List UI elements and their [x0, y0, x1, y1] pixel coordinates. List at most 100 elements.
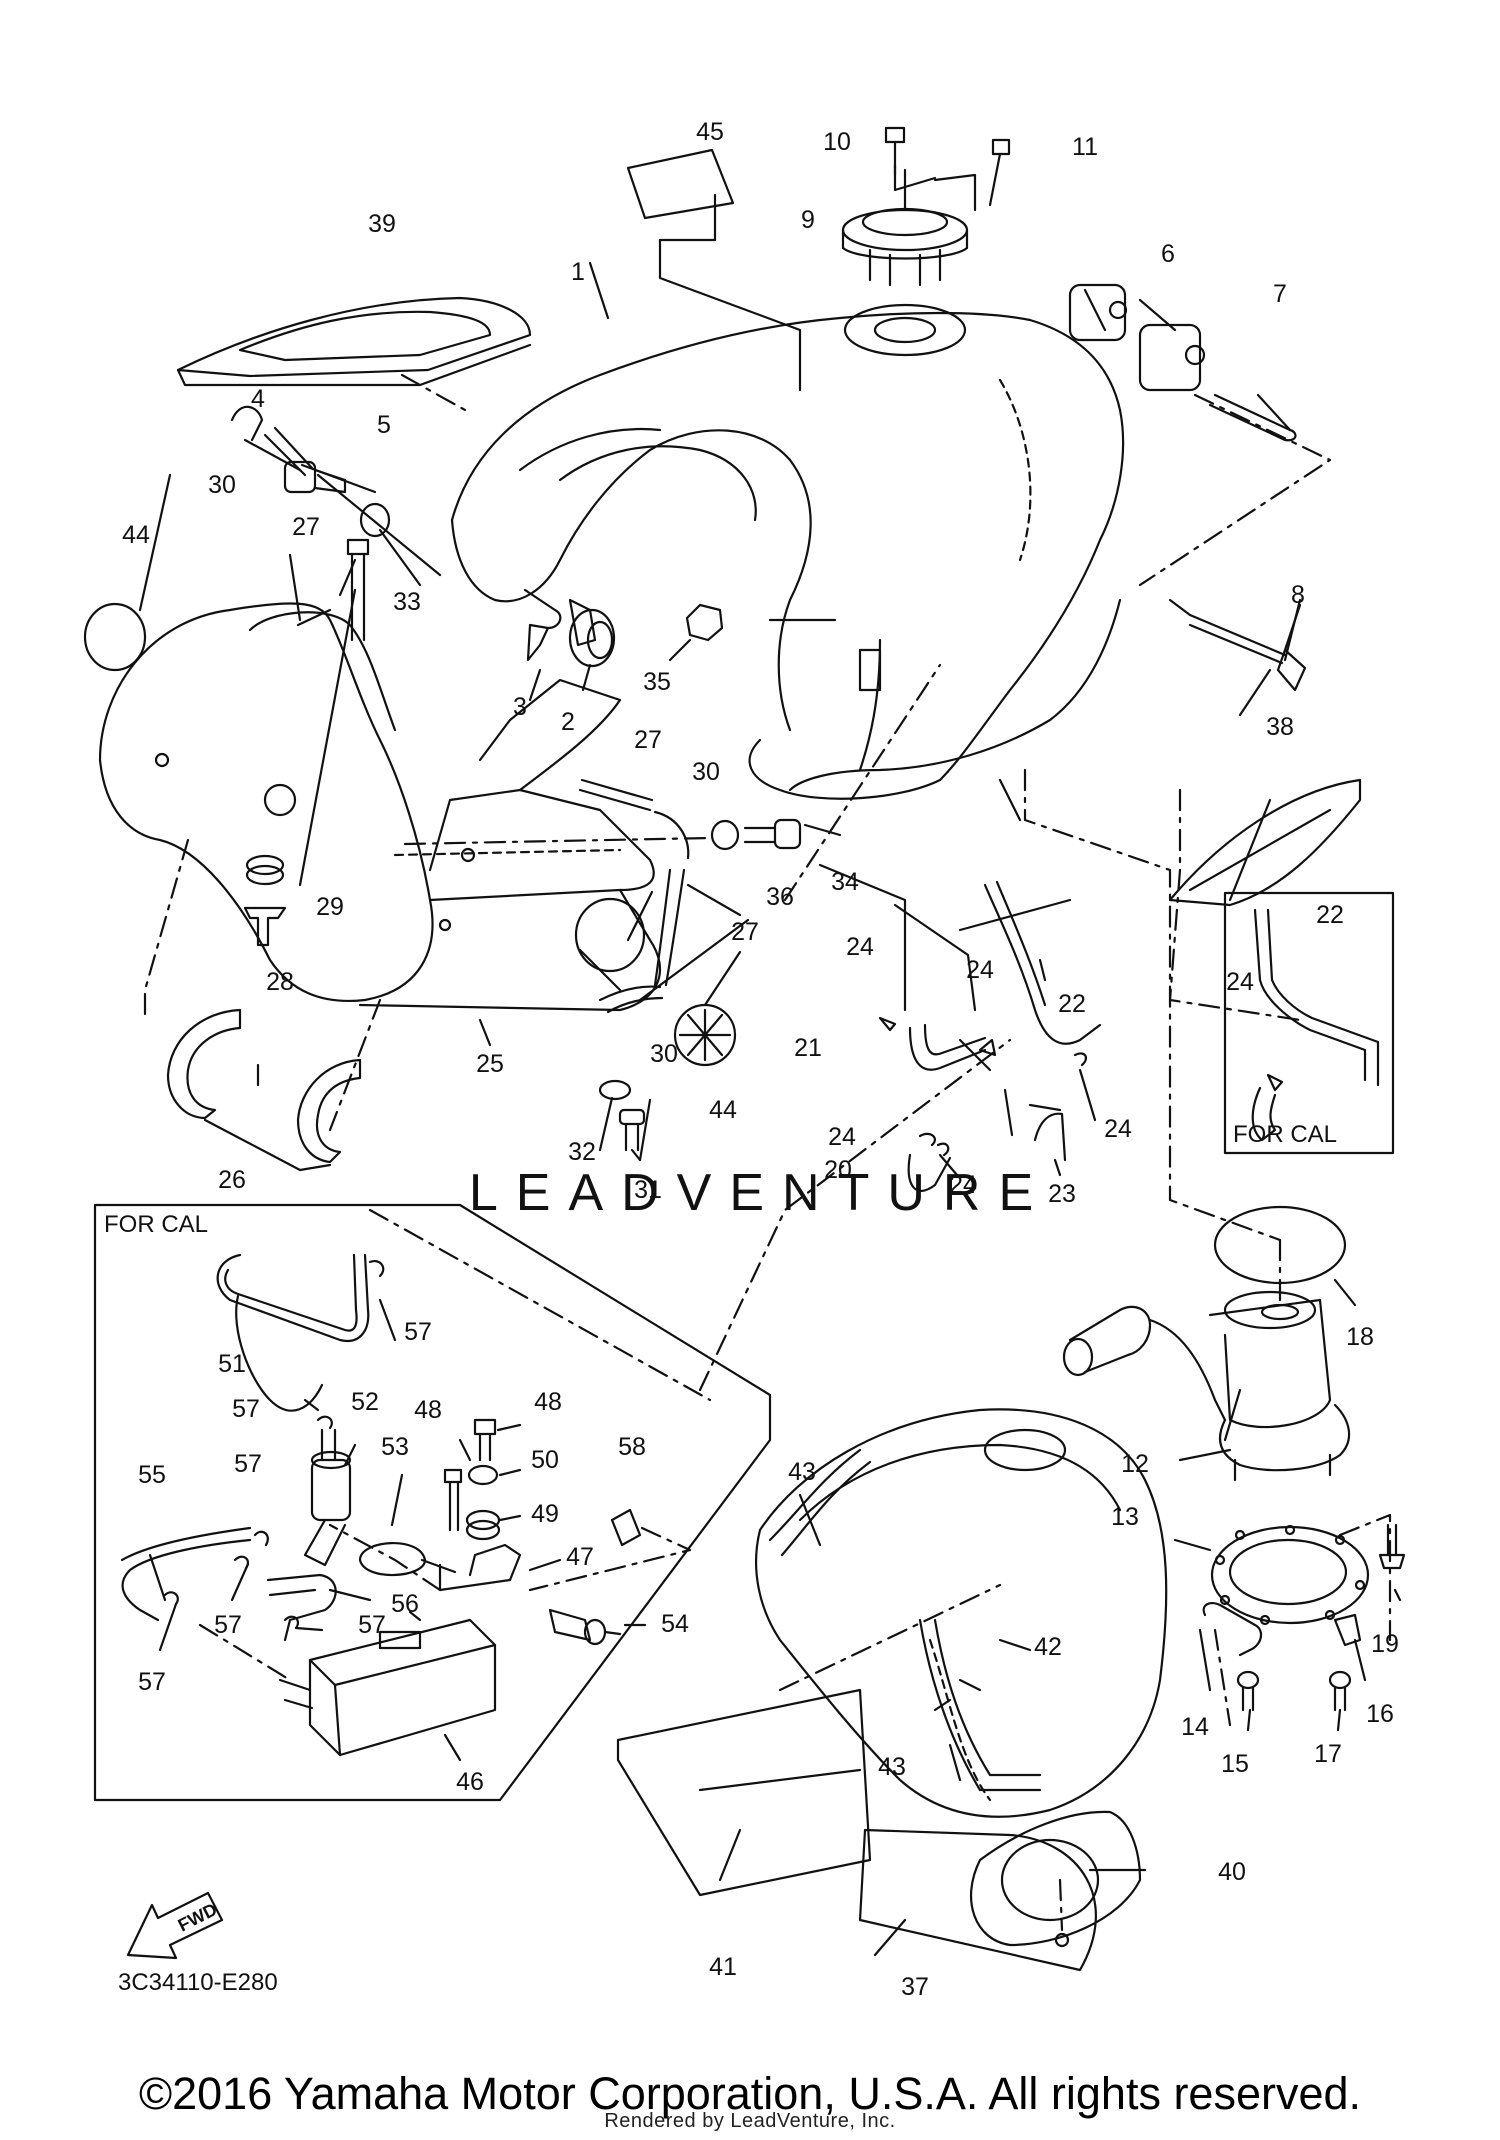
inner-cover-42	[754, 1408, 1168, 1818]
clip-24-d	[918, 1132, 936, 1147]
screw-11	[988, 138, 1011, 207]
screw-15	[1236, 1670, 1260, 1712]
clip-57-a	[368, 1260, 385, 1278]
screw-31	[618, 1108, 646, 1152]
screw-10	[884, 126, 906, 177]
for-cal-box-top	[1223, 891, 1395, 1155]
callout-18: 18	[1346, 1323, 1374, 1351]
callout-35: 35	[643, 668, 671, 696]
bolt-19	[1378, 1523, 1406, 1570]
spacer-58	[610, 1508, 642, 1547]
callout-17: 17	[1314, 1740, 1342, 1768]
callout-53: 53	[381, 1433, 409, 1461]
gasket-13	[1210, 1524, 1370, 1626]
callout-27-a: 27	[292, 513, 320, 541]
plug-44	[83, 602, 147, 672]
callout-46: 46	[456, 1768, 484, 1796]
callout-25: 25	[476, 1050, 504, 1078]
diagram-code: 3C34110-E280	[118, 1969, 278, 1996]
callout-37: 37	[901, 1973, 929, 2001]
clip-57-b	[316, 1415, 333, 1430]
callout-54: 54	[661, 1610, 689, 1638]
callout-27-b: 27	[634, 726, 662, 754]
callout-47: 47	[566, 1543, 594, 1571]
callout-26: 26	[218, 1166, 246, 1194]
nut-35	[685, 603, 724, 642]
screw-48-b	[473, 1418, 497, 1462]
trim-43-b	[918, 1618, 1042, 1792]
callout-31: 31	[634, 1176, 662, 1204]
hose-56	[266, 1573, 337, 1642]
heat-shield-41	[616, 1688, 872, 1897]
callout-52: 52	[351, 1388, 379, 1416]
callout-24-d: 24	[828, 1123, 856, 1151]
watermark: LEADVENTURE	[469, 1164, 1051, 1222]
callout-30-c: 30	[650, 1040, 678, 1068]
clip-30	[230, 405, 264, 442]
bolt-8	[1188, 613, 1307, 692]
strip-27	[263, 426, 314, 477]
callout-57-d: 57	[214, 1611, 242, 1639]
callout-57-c: 57	[234, 1450, 262, 1478]
callout-41: 41	[709, 1953, 737, 1981]
callout-2: 2	[561, 708, 575, 736]
callout-43-a: 43	[788, 1458, 816, 1486]
callout-6: 6	[1161, 240, 1175, 268]
plate-37	[858, 1828, 1097, 1972]
clip-16	[1333, 1613, 1362, 1647]
callout-22-a: 22	[1316, 901, 1344, 929]
hose-55	[120, 1526, 252, 1622]
callout-5: 5	[377, 411, 391, 439]
for-cal-label-bottom: FOR CAL	[104, 1211, 208, 1238]
rendered-by-notice: Rendered by LeadVenture, Inc.	[604, 2110, 896, 2132]
callout-30-a: 30	[208, 471, 236, 499]
pin-7	[1208, 393, 1297, 442]
fuel-tank	[450, 303, 1125, 800]
callout-57-e: 57	[358, 1611, 386, 1639]
callout-39: 39	[368, 210, 396, 238]
callout-12: 12	[1121, 1450, 1149, 1478]
washer-36	[710, 819, 740, 851]
hose-22	[983, 880, 1102, 1045]
callout-14: 14	[1181, 1713, 1209, 1741]
hose-21	[908, 1023, 987, 1071]
strip-27-b	[578, 778, 654, 812]
callout-29: 29	[316, 893, 344, 921]
callout-44-a: 44	[122, 521, 150, 549]
callout-57-b: 57	[232, 1395, 260, 1423]
callout-57-f: 57	[138, 1668, 166, 1696]
hose-20	[907, 1153, 952, 1192]
pad-38	[1168, 778, 1362, 907]
callout-44-b: 44	[709, 1096, 737, 1124]
callout-49: 49	[531, 1500, 559, 1528]
callout-51: 51	[218, 1350, 246, 1378]
screw-17	[1328, 1670, 1352, 1712]
callout-56: 56	[391, 1590, 419, 1618]
label-sticker-45	[626, 148, 735, 220]
callout-28: 28	[266, 968, 294, 996]
hose-51-tail	[235, 1294, 324, 1412]
callout-13: 13	[1111, 1503, 1139, 1531]
callout-10: 10	[823, 128, 851, 156]
callout-3: 3	[513, 693, 527, 721]
callout-38: 38	[1266, 713, 1294, 741]
fuel-pump-12	[1062, 1290, 1351, 1482]
clip-30-c	[598, 985, 664, 1014]
callout-32: 32	[568, 1138, 596, 1166]
fwd-arrow-icon	[126, 1891, 224, 1960]
hose-51	[216, 1253, 370, 1343]
clip-57-f	[163, 1591, 179, 1606]
callout-23: 23	[1048, 1180, 1076, 1208]
callout-55: 55	[138, 1461, 166, 1489]
washer-32	[598, 1079, 632, 1101]
trim-26-a	[166, 1008, 242, 1120]
clamp-53	[358, 1541, 457, 1577]
callout-34: 34	[831, 868, 859, 896]
callout-50: 50	[531, 1446, 559, 1474]
clip-24-a	[878, 1016, 897, 1032]
emblem-44	[673, 1003, 737, 1067]
callout-48-a: 48	[414, 1396, 442, 1424]
callout-45: 45	[696, 118, 724, 146]
callout-16: 16	[1366, 1700, 1394, 1728]
